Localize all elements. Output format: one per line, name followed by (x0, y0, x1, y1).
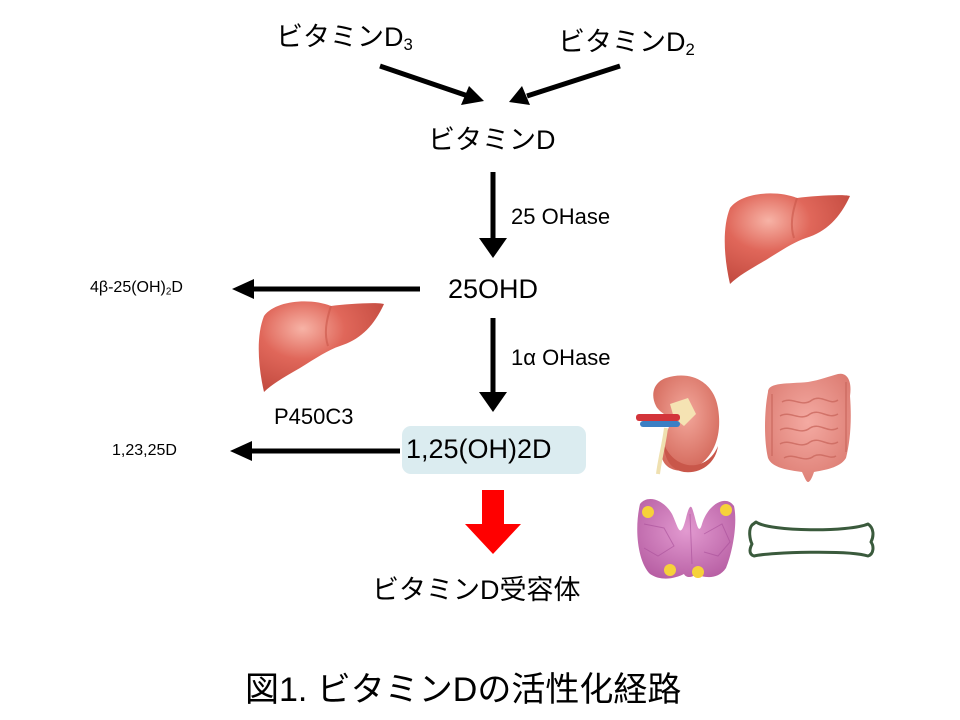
liver-icon (724, 193, 850, 284)
125-dihydroxy-d-label: 1,25(OH)2D (406, 434, 552, 464)
25ohd-label: 25OHD (448, 274, 539, 304)
arrow-d-to-25ohd (479, 172, 507, 258)
vitamin-d-receptor-label: ビタミンD受容体 (372, 575, 581, 605)
arrow-125d-to-12325d (230, 441, 400, 461)
vitamin-d2-subscript: 2 (685, 40, 695, 60)
bone-icon (748, 520, 875, 558)
vitamin-d2-label: ビタミンD2 (558, 27, 695, 60)
vitamin-d3-subscript: 3 (403, 35, 413, 55)
arrow-d2-to-d (509, 63, 621, 105)
4beta-prefix: 4β-25(OH) (90, 279, 166, 296)
receptor-arrow (465, 490, 521, 554)
active-form-highlight (402, 426, 586, 474)
vitamin-d3-label: ビタミンD3 (276, 22, 413, 55)
arrow-25ohd-to-125d (479, 318, 507, 412)
arrow-d3-to-d (379, 63, 484, 105)
12325d-label: 1,23,25D (112, 442, 177, 459)
liver-icon (258, 301, 384, 392)
4beta-subscript: 2 (165, 286, 172, 298)
parathyroid-icon (637, 499, 736, 579)
4beta-suffix: D (171, 279, 183, 296)
kidney-icon (636, 375, 720, 475)
vitamin-d2-base: ビタミンD (558, 27, 686, 57)
figure-caption: 図1. ビタミンDの活性化経路 (245, 671, 682, 709)
enzyme-25-ohase: 25 OHase (511, 204, 611, 229)
enzyme-p450c3: P450C3 (274, 404, 354, 429)
vitamin-d-label: ビタミンD (428, 125, 556, 155)
enzyme-1alpha-ohase: 1α OHase (511, 345, 611, 370)
vitamin-d3-base: ビタミンD (276, 22, 404, 52)
4beta-metabolite-label: 4β-25(OH)2D (90, 279, 183, 298)
arrow-25ohd-to-4beta (232, 279, 420, 299)
intestine-icon (765, 373, 851, 482)
